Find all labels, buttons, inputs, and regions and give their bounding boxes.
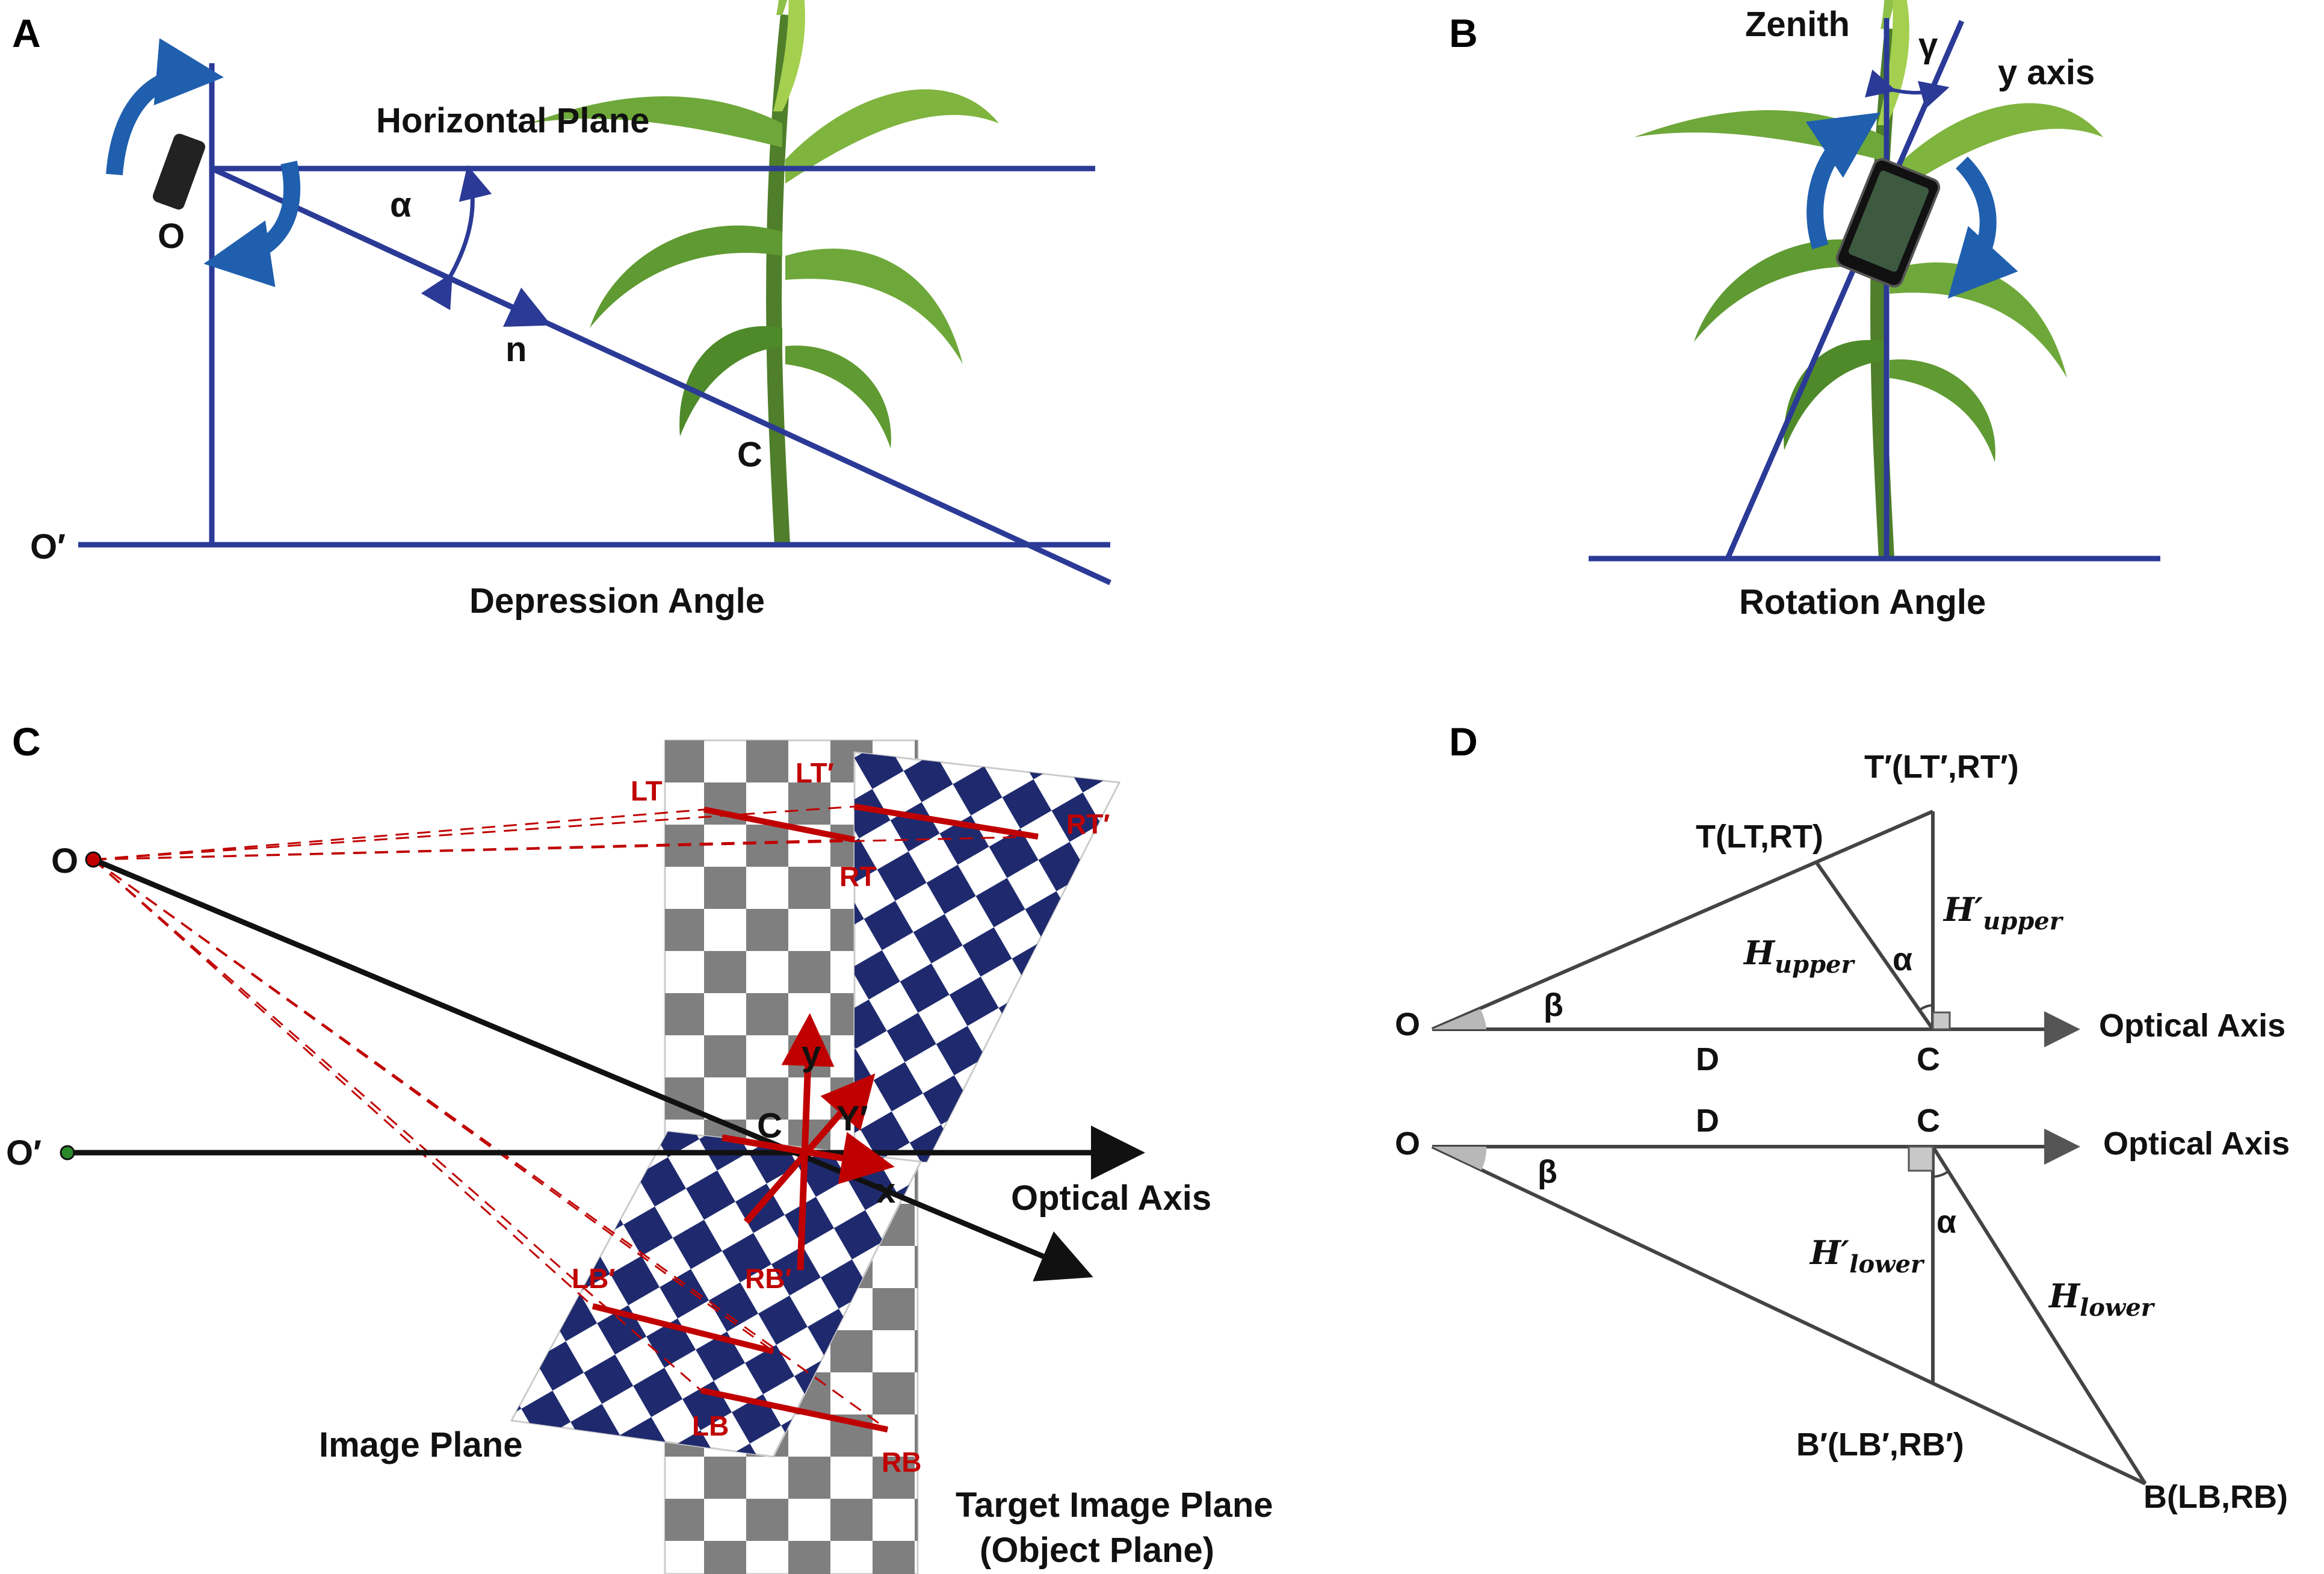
panel-d: D T′(LT′,RT′) T(LT,RT) H′upper Hupper α … [1395,719,2290,1515]
rotate-arrow-right-icon [1947,156,2018,299]
h-lower-prime-label: H′lower [1809,1233,1925,1278]
b-prime-label: B′(LB′,RB′) [1796,1427,1964,1463]
rotation-angle-caption: Rotation Angle [1739,583,1986,622]
rt-prime-label: RT′ [1066,808,1110,840]
right-angle-bottom [1908,1145,1934,1172]
panel-b: B Zenith γ y axis Rotation Angle [1449,0,2160,622]
d-label-top: D [1696,1041,1719,1077]
rotate-arrow-down-icon [203,160,301,287]
alpha-label-bottom: α [1936,1204,1956,1240]
panel-c: C [6,719,1273,1574]
gamma-label: γ [1918,26,1938,65]
origin-ground-label-a: O′ [30,527,66,566]
corn-plant-a [530,0,999,545]
beta-label-top: β [1544,987,1563,1023]
vector-n-arrow [336,223,552,327]
local-axes [722,1013,895,1271]
lt-prime-label: LT′ [796,757,834,789]
alpha-label-a: α [390,185,412,225]
optical-axis-label-c: Optical Axis [1011,1179,1211,1218]
optical-axis-label-bottom: Optical Axis [2103,1126,2290,1162]
lt-label: LT [631,775,663,807]
alpha-arc-a [421,165,492,311]
y-axis-line [1724,20,1965,561]
red-corner-segments [592,804,1039,1433]
image-plane-upper-checker [855,752,1119,1162]
c-label-top: C [1917,1041,1940,1077]
origin-ground-point-c [60,1145,75,1160]
alpha-arc-top [1918,1004,1933,1011]
panel-b-letter: B [1449,11,1478,55]
optical-axis-tilted [92,857,1093,1281]
rb-prime-label: RB′ [745,1263,791,1294]
right-angle-top [1932,1011,1951,1030]
t-prime-label: T′(LT′,RT′) [1864,749,2019,785]
depression-angle-caption: Depression Angle [469,581,765,621]
target-plane-label-1: Target Image Plane [956,1486,1273,1525]
h-lower-label: Hlower [2048,1277,2156,1322]
rt-label: RT [839,861,876,892]
alpha-arc-bottom [1932,1170,1950,1178]
panel-c-letter: C [12,719,41,764]
origin-label-a: O [158,217,185,256]
panel-a-letter: A [12,11,41,55]
h-upper-prime-label: H′upper [1942,890,2064,935]
upper-triangle [1431,810,2080,1047]
origin-ground-label-c: O′ [6,1133,42,1173]
image-plane-lower-checker [511,1132,921,1457]
alpha-label-top: α [1893,941,1912,978]
phone-icon-a [152,134,206,210]
axis-x-label: x [876,1171,895,1210]
lower-triangle [1431,1129,2147,1486]
c-label-bottom: C [1917,1103,1940,1139]
rotate-arrow-left-icon [1805,112,1881,250]
center-label-c: C [757,1106,782,1145]
origin-point-c [85,851,102,868]
axis-y-label: y [802,1034,821,1073]
origin-label-c: O [51,841,78,881]
beta-wedge-bottom [1432,1147,1487,1170]
axis-y-prime-label: Y′ [836,1099,868,1138]
horizontal-plane-label: Horizontal Plane [376,101,649,140]
rb-label: RB [882,1446,921,1478]
vector-n-label: n [505,330,527,369]
gamma-arc [1865,69,1950,109]
origin-label-top: O [1395,1006,1420,1043]
zenith-label: Zenith [1745,5,1850,44]
h-upper-label: Hupper [1743,934,1856,979]
origin-label-bottom: O [1395,1126,1420,1162]
center-label-a: C [737,435,762,474]
target-plane-label-2: (Object Plane) [980,1531,1214,1570]
t-label: T(LT,RT) [1696,819,1823,855]
lb-label: LB [692,1410,729,1442]
beta-label-bottom: β [1537,1154,1557,1190]
d-label-bottom: D [1696,1103,1719,1139]
image-plane-label: Image Plane [319,1425,522,1464]
beta-wedge-top [1432,1009,1486,1029]
phone-screen [1848,170,1929,272]
rotate-arrow-up-icon [106,38,224,176]
optical-axis-label-top: Optical Axis [2099,1008,2285,1044]
panel-d-letter: D [1449,719,1478,764]
lb-prime-label: LB′ [572,1263,615,1294]
panel-a: A Horizontal Plane α O n C O′ Depression… [12,0,1111,621]
y-axis-label: y axis [1998,53,2095,92]
b-label: B(LB,RB) [2143,1479,2288,1515]
